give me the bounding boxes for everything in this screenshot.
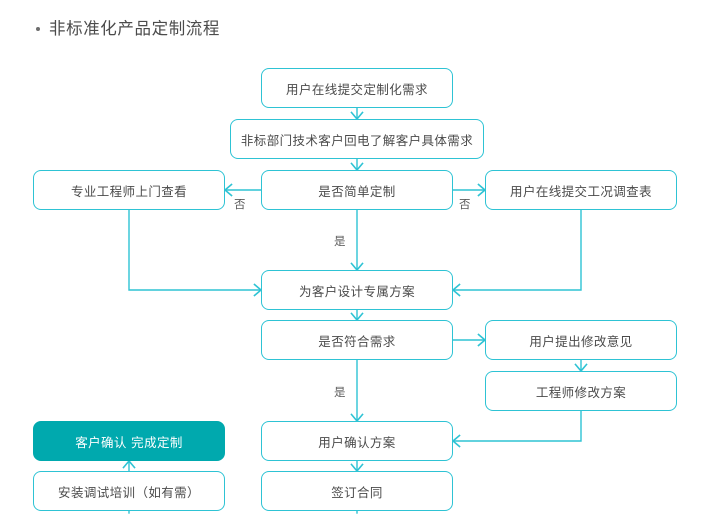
- edge-n9-n11: [452, 410, 582, 442]
- node-label: 用户在线提交定制化需求: [286, 81, 428, 97]
- node-decision-simple-customization[interactable]: 是否简单定制: [261, 170, 453, 210]
- page-title-text: 非标准化产品定制流程: [49, 19, 220, 38]
- node-label: 为客户设计专属方案: [298, 283, 416, 299]
- node-customer-confirm-complete[interactable]: 客户确认 完成定制: [33, 421, 225, 461]
- bullet-dot-icon: [36, 27, 40, 31]
- node-label: 是否简单定制: [318, 183, 396, 199]
- node-design-exclusive-solution[interactable]: 为客户设计专属方案: [261, 270, 453, 310]
- node-engineer-onsite-inspection[interactable]: 专业工程师上门查看: [33, 170, 225, 210]
- edge-n3-n6: [128, 209, 262, 291]
- arrowhead-n12-n10: [122, 459, 136, 469]
- node-technical-callback[interactable]: 非标部门技术客户回电了解客户具体需求: [230, 119, 484, 159]
- node-label: 用户提出修改意见: [529, 333, 633, 349]
- node-label: 专业工程师上门查看: [70, 183, 188, 199]
- node-label: 是否符合需求: [318, 333, 396, 349]
- node-label: 签订合同: [331, 484, 383, 500]
- node-user-revision-feedback[interactable]: 用户提出修改意见: [485, 320, 677, 360]
- node-label: 客户确认 完成定制: [75, 434, 183, 450]
- node-label: 用户在线提交工况调查表: [510, 183, 652, 199]
- edge-label-no-right: 否: [459, 197, 471, 211]
- node-sign-contract[interactable]: 签订合同: [261, 471, 453, 511]
- node-decision-meets-requirements[interactable]: 是否符合需求: [261, 320, 453, 360]
- node-submit-condition-survey[interactable]: 用户在线提交工况调查表: [485, 170, 677, 210]
- arrowhead-n5-n6: [451, 283, 461, 297]
- node-label: 安装调试培训（如有需）: [58, 484, 200, 500]
- edge-label-yes-meets: 是: [334, 385, 346, 399]
- edge-label-yes-simple: 是: [334, 234, 346, 248]
- edge-n5-n6: [452, 209, 582, 291]
- arrowhead-n4-n3: [223, 183, 233, 197]
- edge-label-no-left: 否: [234, 197, 246, 211]
- node-label: 非标部门技术客户回电了解客户具体需求: [240, 132, 474, 148]
- node-label: 工程师修改方案: [535, 384, 627, 400]
- node-user-confirm-solution[interactable]: 用户确认方案: [261, 421, 453, 461]
- page-title: 非标准化产品定制流程: [36, 18, 220, 40]
- node-engineer-revises-solution[interactable]: 工程师修改方案: [485, 371, 677, 411]
- node-submit-customization-request[interactable]: 用户在线提交定制化需求: [261, 68, 453, 108]
- node-installation-training[interactable]: 安装调试培训（如有需）: [33, 471, 225, 511]
- arrowhead-n9-n11: [451, 434, 461, 448]
- node-label: 用户确认方案: [318, 434, 396, 450]
